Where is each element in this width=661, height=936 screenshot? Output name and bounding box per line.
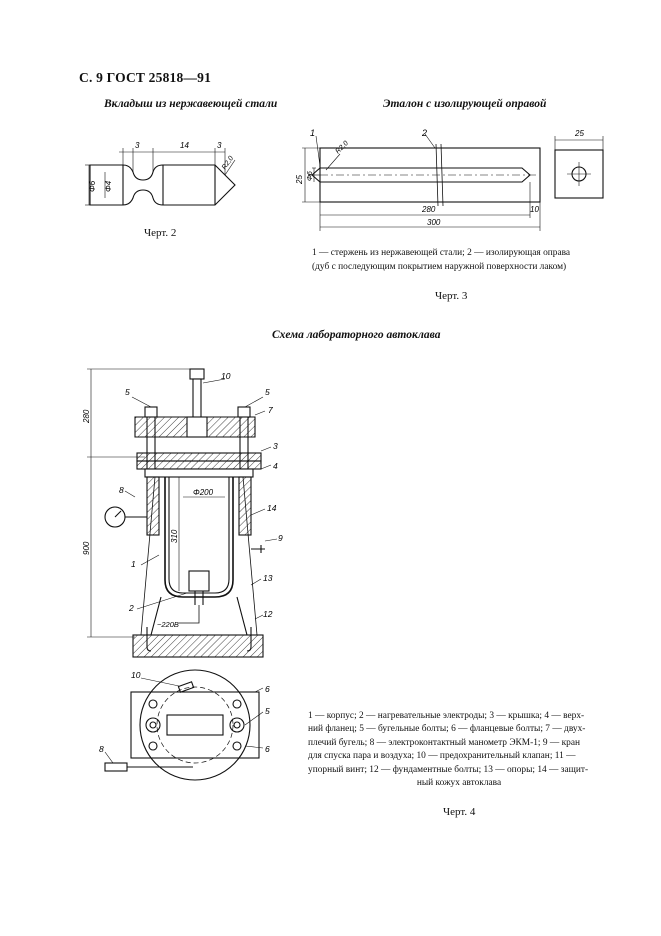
fig3-dim-280: 280 (421, 205, 436, 214)
fig4-callout-14: 14 (267, 503, 277, 513)
fig4-callout-12: 12 (263, 609, 273, 619)
fig4-callout-4: 4 (273, 461, 278, 471)
fig3-dim-phi6: Φ6 (307, 171, 314, 181)
fig4-dim-310: 310 (170, 529, 179, 543)
fig3-legend-line-1: 1 — стержень из нержавеющей стали; 2 — и… (312, 248, 571, 258)
fig4-legend: 1 — корпус; 2 — нагревательные электроды… (308, 710, 610, 790)
fig4-callout-13: 13 (263, 573, 273, 583)
fig4-legend-line-6: ный кожух автоклава (416, 778, 502, 789)
fig3-dim-25: 25 (295, 175, 304, 185)
fig4-dim-280: 280 (82, 409, 91, 424)
fig4-callout-5b: 5 (265, 387, 270, 397)
fig3-legend: 1 — стержень из нержавеющей стали; 2 — и… (312, 246, 596, 274)
fig2-dim-phi4: Φ4 (104, 180, 113, 192)
fig3-caption: Черт. 3 (435, 290, 468, 302)
fig3-dim-300: 300 (427, 218, 441, 227)
fig3-callout-2: 2 (421, 128, 427, 138)
fig4-legend-line-2: ний фланец; 5 — бугельные болты; 6 — фла… (308, 724, 586, 735)
fig2-title: Вкладыш из нержавеющей стали (104, 98, 278, 110)
fig2-dim-3b: 3 (217, 141, 222, 150)
fig3-dim-10: 10 (530, 205, 539, 214)
fig2-caption: Черт. 2 (144, 227, 177, 239)
fig4-legend-line-3: плечий бугель; 8 — электроконтактный ман… (308, 737, 581, 748)
fig2-dim-14: 14 (180, 141, 189, 150)
fig4-title: Схема лабораторного автоклава (272, 329, 441, 341)
fig4-plan-view: 10 6 5 6 8 (99, 669, 270, 781)
fig3-legend-line-2: (дуб с последующим покрытием наружной по… (312, 262, 567, 272)
fig4-callout-5a: 5 (125, 387, 130, 397)
fig4-dim-900: 900 (82, 541, 91, 555)
fig2-dim-3a: 3 (135, 141, 140, 150)
fig4-plan-callout-10: 10 (131, 670, 141, 680)
page-header: С. 9 ГОСТ 25818—91 (79, 70, 212, 85)
fig4-legend-line-1: 1 — корпус; 2 — нагревательные электроды… (308, 711, 585, 721)
fig2-drawing: 3 14 3 R2,0 Φ6 Φ4 (85, 141, 236, 206)
fig4-callout-9: 9 (278, 533, 283, 543)
fig3-callout-1: 1 (310, 128, 315, 138)
fig4-caption: Черт. 4 (443, 806, 476, 818)
fig4-callout-11: 10 (221, 371, 231, 381)
fig4-legend-line-5: упорный винт; 12 — фундаментные болты; 1… (308, 764, 589, 775)
mandrel-end-view (554, 149, 604, 199)
fig4-plan-callout-6b: 6 (265, 744, 270, 754)
fig4-callout-8: 8 (119, 485, 124, 495)
fig3-dim-25-side: 25 (574, 129, 584, 138)
fig4-voltage-label: ~220В (157, 620, 179, 629)
fig4-plan-callout-5: 5 (265, 706, 270, 716)
fig4-autoclave-section: 280 900 310 Φ200 ~220В 5 5 10 7 3 4 8 14… (82, 368, 283, 658)
insert-outline (89, 164, 236, 206)
fig4-callout-7: 7 (268, 405, 273, 415)
fig4-legend-line-4: для спуска пара и воздуха; 10 — предохра… (308, 751, 576, 762)
fig4-callout-2: 2 (128, 603, 134, 613)
fig3-drawing: 1 2 R2,0 25 Φ6 280 10 300 25 (295, 128, 604, 231)
fig3-title: Эталон с изолирующей оправой (383, 98, 547, 110)
fig4-callout-1: 1 (131, 559, 136, 569)
fig4-plan-callout-8: 8 (99, 744, 104, 754)
fig4-callout-3: 3 (273, 441, 278, 451)
fig4-dim-phi200: Φ200 (193, 488, 214, 497)
fig2-dim-phi6: Φ6 (88, 180, 97, 192)
fig4-plan-callout-6a: 6 (265, 684, 270, 694)
